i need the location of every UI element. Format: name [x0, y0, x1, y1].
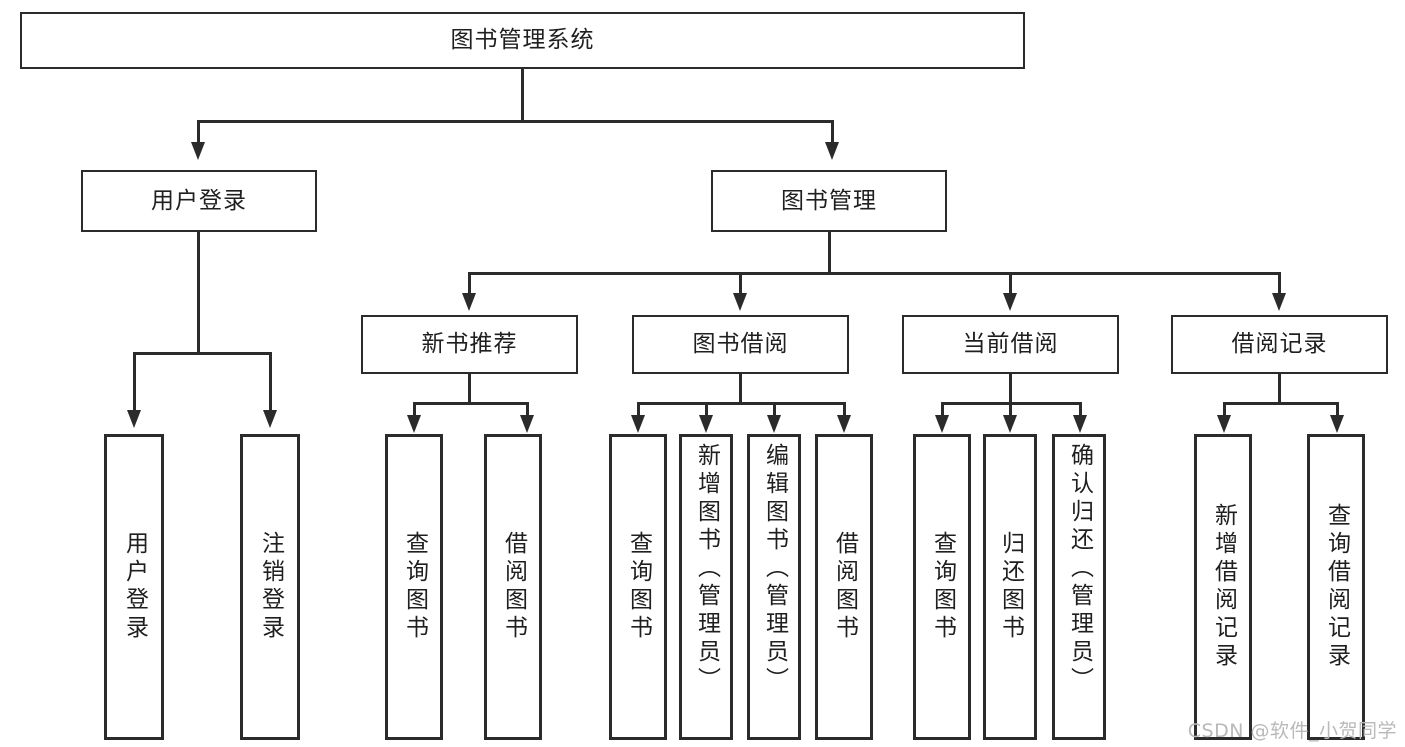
arrowhead-borrow-record-leaf-2 [1330, 415, 1344, 433]
connector-root-drop-right [831, 120, 834, 143]
arrowhead-borrow-record-leaf-1 [1217, 415, 1231, 433]
connector-borrow-record-drop-2 [1336, 402, 1339, 416]
leaf-user-login[interactable]: 用户登录 [104, 434, 164, 740]
node-current-borrow[interactable]: 当前借阅 [902, 315, 1119, 374]
connector-current-borrow-drop-1 [941, 402, 944, 416]
node-book-borrow[interactable]: 图书借阅 [632, 315, 849, 374]
connector-root-drop-left [197, 120, 200, 143]
connector-new-book-stem [468, 374, 471, 404]
arrowhead-to-current-borrow [1003, 293, 1017, 311]
leaf-label: 新增图书（管理员） [693, 443, 720, 695]
arrowhead-book-borrow-leaf-2 [699, 415, 713, 433]
leaf-label: 查询图书 [929, 531, 956, 643]
leaf-label: 注销登录 [257, 531, 284, 643]
connector-new-book-bar [413, 402, 528, 405]
connector-l3-drop-2 [739, 272, 742, 294]
leaf-logout[interactable]: 注销登录 [240, 434, 300, 740]
arrowhead-to-book-manage [825, 142, 839, 160]
leaf-query-book-borrow[interactable]: 查询图书 [609, 434, 667, 740]
node-root-system[interactable]: 图书管理系统 [20, 12, 1025, 69]
arrowhead-to-new-book-recommend [462, 293, 476, 311]
arrowhead-current-borrow-leaf-1 [935, 415, 949, 433]
connector-book-manage-bar [468, 272, 1280, 275]
leaf-query-book-current[interactable]: 查询图书 [913, 434, 971, 740]
arrowhead-to-user-login [191, 142, 205, 160]
arrowhead-to-borrow-record [1272, 293, 1286, 311]
connector-l3-drop-3 [1009, 272, 1012, 294]
node-label: 图书借阅 [692, 331, 789, 358]
connector-current-borrow-drop-3 [1079, 402, 1082, 416]
leaf-label: 用户登录 [121, 531, 148, 643]
connector-l3-drop-1 [468, 272, 471, 294]
arrowhead-book-borrow-leaf-4 [837, 415, 851, 433]
connector-user-login-drop-2 [269, 352, 272, 411]
connector-new-book-drop-2 [526, 402, 529, 416]
connector-borrow-record-drop-1 [1223, 402, 1226, 416]
connector-borrow-record-stem [1278, 374, 1281, 404]
leaf-label: 查询图书 [625, 531, 652, 643]
connector-user-login-stem [197, 232, 200, 354]
node-new-book-recommend[interactable]: 新书推荐 [361, 315, 578, 374]
node-label: 借阅记录 [1231, 331, 1328, 358]
leaf-label: 查询图书 [401, 531, 428, 643]
connector-l3-drop-4 [1278, 272, 1281, 294]
arrowhead-book-borrow-leaf-3 [767, 415, 781, 433]
connector-current-borrow-drop-2 [1009, 402, 1012, 416]
arrowhead-to-book-borrow [733, 293, 747, 311]
arrowhead-current-borrow-leaf-2 [1003, 415, 1017, 433]
node-label: 图书管理系统 [450, 27, 595, 54]
node-label: 新书推荐 [421, 331, 518, 358]
connector-current-borrow-stem [1009, 374, 1012, 404]
node-label: 图书管理 [781, 187, 877, 214]
leaf-label: 编辑图书（管理员） [761, 443, 788, 695]
leaf-label: 归还图书 [997, 531, 1024, 643]
arrowhead-to-logout-leaf [263, 410, 277, 428]
connector-user-login-drop-1 [133, 352, 136, 411]
connector-book-borrow-stem [739, 374, 742, 404]
leaf-query-book-recommend[interactable]: 查询图书 [385, 434, 443, 740]
leaf-borrow-book[interactable]: 借阅图书 [815, 434, 873, 740]
connector-root-stem [521, 69, 524, 122]
connector-user-login-bar [133, 352, 271, 355]
leaf-borrow-book-recommend[interactable]: 借阅图书 [484, 434, 542, 740]
leaf-label: 借阅图书 [500, 531, 527, 643]
leaf-label: 查询借阅记录 [1323, 503, 1350, 671]
connector-book-manage-stem [828, 232, 831, 274]
csdn-watermark: CSDN @软件_小贺同学 [1187, 720, 1397, 742]
arrowhead-book-borrow-leaf-1 [631, 415, 645, 433]
arrowhead-new-book-leaf-1 [407, 415, 421, 433]
connector-root-bar [197, 120, 834, 123]
node-user-login[interactable]: 用户登录 [81, 170, 317, 232]
leaf-edit-book-admin[interactable]: 编辑图书（管理员） [747, 434, 801, 740]
arrowhead-new-book-leaf-2 [520, 415, 534, 433]
leaf-return-book[interactable]: 归还图书 [983, 434, 1037, 740]
connector-book-borrow-drop-2 [705, 402, 708, 416]
connector-book-borrow-drop-3 [773, 402, 776, 416]
node-book-manage[interactable]: 图书管理 [711, 170, 947, 232]
connector-book-borrow-drop-1 [637, 402, 640, 416]
connector-borrow-record-bar [1223, 402, 1338, 405]
arrowhead-to-user-login-leaf [127, 410, 141, 428]
leaf-label: 确认归还（管理员） [1066, 443, 1093, 695]
leaf-confirm-return-admin[interactable]: 确认归还（管理员） [1052, 434, 1106, 740]
leaf-label: 借阅图书 [831, 531, 858, 643]
leaf-label: 新增借阅记录 [1210, 503, 1237, 671]
leaf-query-borrow-record[interactable]: 查询借阅记录 [1307, 434, 1365, 740]
arrowhead-current-borrow-leaf-3 [1073, 415, 1087, 433]
connector-new-book-drop-1 [413, 402, 416, 416]
connector-book-borrow-bar [637, 402, 845, 405]
node-label: 当前借阅 [962, 331, 1059, 358]
node-label: 用户登录 [151, 187, 247, 214]
node-borrow-record[interactable]: 借阅记录 [1171, 315, 1388, 374]
connector-book-borrow-drop-4 [843, 402, 846, 416]
leaf-add-book-admin[interactable]: 新增图书（管理员） [679, 434, 733, 740]
leaf-add-borrow-record[interactable]: 新增借阅记录 [1194, 434, 1252, 740]
